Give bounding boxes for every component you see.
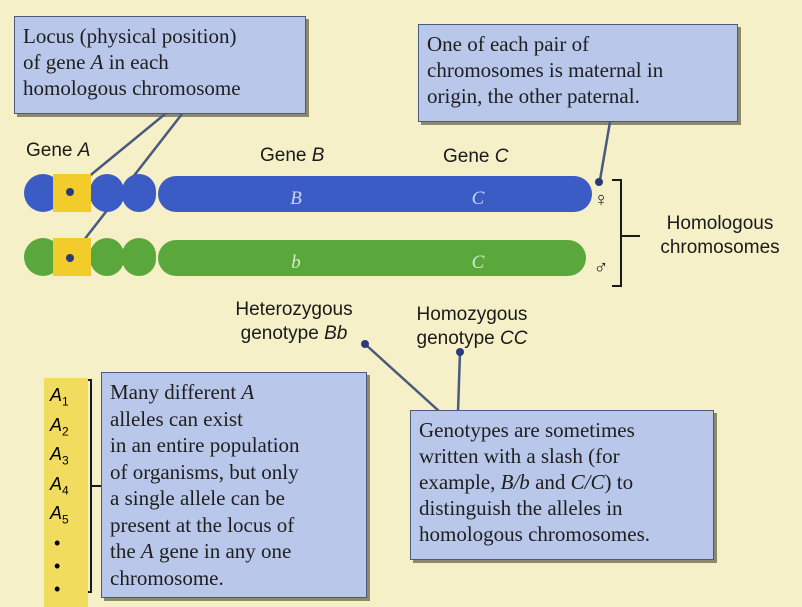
maternal-c-allele: C — [472, 188, 485, 209]
allele-a3: A3 — [50, 443, 88, 473]
paternal-segment-1 — [24, 238, 62, 276]
slash-notation-callout: Genotypes are sometimes written with a s… — [410, 410, 714, 560]
connector-lines — [70, 114, 610, 412]
paternal-locus-dot — [66, 254, 74, 262]
maternal-locus-dot — [66, 188, 74, 196]
paternal-segment-3 — [122, 238, 156, 276]
allele-a2: A2 — [50, 414, 88, 444]
gene-b-label: Gene B — [260, 145, 324, 167]
homozygous-label: Homozygous genotype CC — [398, 303, 546, 351]
allele-list: A1 A2 A3 A4 A5 • • • — [44, 378, 88, 607]
paternal-segment-2 — [90, 238, 124, 276]
homologous-bracket — [612, 180, 640, 286]
maternal-chromosome — [24, 174, 592, 212]
paternal-chromosome — [24, 238, 586, 276]
locus-callout: Locus (physical position) of gene A in e… — [14, 16, 306, 114]
allele-a4: A4 — [50, 473, 88, 503]
gene-c-label: Gene C — [443, 146, 509, 168]
female-icon: ♀ — [594, 189, 609, 211]
maternal-arm — [158, 176, 592, 212]
hom-line — [458, 352, 460, 412]
homologous-label: Homologous chromosomes — [645, 212, 795, 260]
paternal-c-allele: C — [472, 252, 485, 273]
paternal-b-allele: b — [291, 252, 301, 273]
allele-more-dot: • — [50, 578, 88, 601]
locus-line-paternal — [70, 114, 182, 258]
maternal-locus-band — [53, 174, 91, 212]
gene-a-label: Gene A — [26, 140, 90, 162]
het-line — [365, 344, 440, 412]
maternal-segment-3 — [122, 174, 156, 212]
paternal-arm — [158, 240, 586, 276]
maternal-b-allele: B — [290, 188, 302, 209]
alleles-callout: Many different A alleles can exist in an… — [101, 372, 367, 598]
maternal-line — [600, 122, 610, 180]
male-icon: ♂ — [594, 257, 609, 279]
allele-a1: A1 — [50, 384, 88, 414]
allele-more-dot: • — [50, 555, 88, 578]
allele-a5: A5 — [50, 502, 88, 532]
allele-more-dot: • — [50, 532, 88, 555]
maternal-segment-1 — [24, 174, 62, 212]
maternal-paternal-callout: One of each pair of chromosomes is mater… — [418, 24, 738, 122]
paternal-locus-band — [53, 238, 91, 276]
maternal-pointer-dot — [595, 178, 603, 186]
heterozygous-label: Heterozygous genotype Bb — [214, 298, 374, 346]
maternal-segment-2 — [90, 174, 124, 212]
